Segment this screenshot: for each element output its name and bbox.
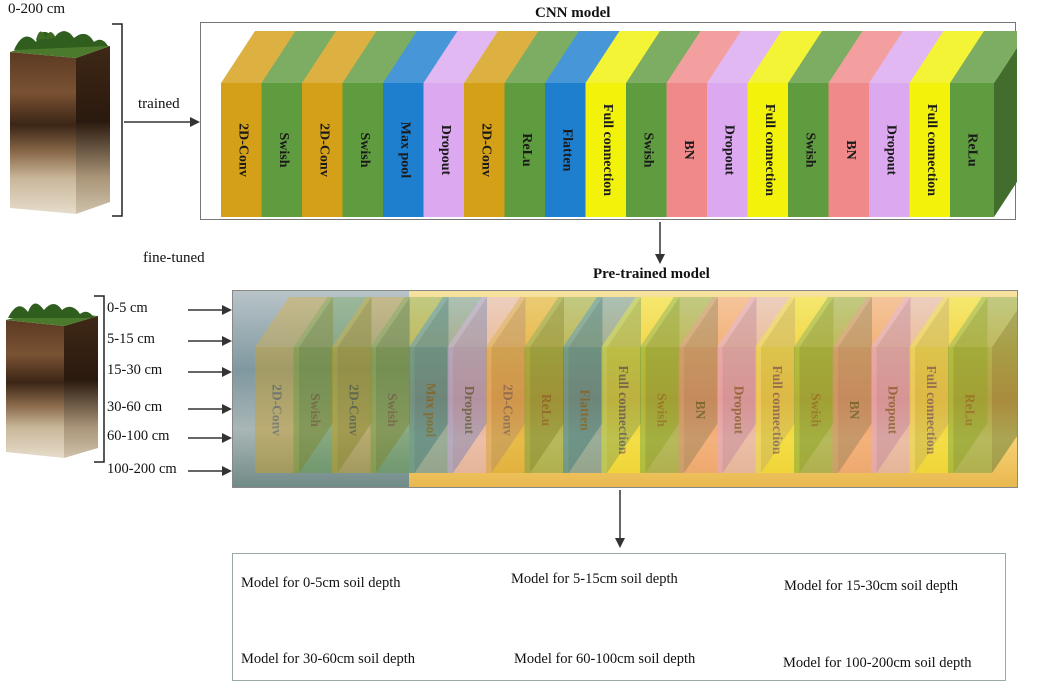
layer-label-1: 2D-Conv (270, 384, 285, 436)
layer-label-5: Max pool (398, 122, 413, 179)
layer-label-4: Swish (357, 132, 372, 167)
layer-10: Full connection (601, 297, 680, 473)
depth-label-4: 30-60 cm (107, 399, 163, 415)
landscape-background-left (233, 291, 409, 487)
layer-9: Flatten (563, 297, 641, 473)
pretrained-layers: 2D-Conv Swish 2D-Conv Swish Max pool Dropout 2… (255, 297, 1017, 473)
layer-label-17: Dropout (886, 386, 901, 435)
bracket-bottom (94, 295, 105, 463)
layer-8: ReLu (524, 297, 603, 473)
layer-label-9: Flatten (560, 129, 575, 172)
layer-label-19: ReLu (963, 394, 978, 427)
layer-14: Full connection (755, 297, 834, 473)
fine-tuned-label: fine-tuned (143, 250, 205, 266)
layer-label-16: BN (847, 401, 862, 420)
layer-label-6: Dropout (462, 386, 477, 435)
depth-label-2: 5-15 cm (107, 331, 155, 347)
layer-label-14: Full connection (770, 366, 785, 455)
layer-label-12: BN (681, 140, 696, 159)
depth-label-3: 15-30 cm (107, 362, 163, 378)
arrow-to-outputs (615, 490, 625, 548)
cnn-model-title: CNN model (535, 5, 611, 21)
layer-19: ReLu (948, 297, 1017, 473)
layer-label-10: Full connection (616, 366, 631, 455)
layer-label-13: Dropout (722, 125, 737, 176)
layer-16: BN (832, 297, 911, 473)
cnn-model-box: 2D-Conv Swish 2D-Conv Swish Max pool Dropout 2… (200, 22, 1028, 220)
layer-label-1: 2D-Conv (236, 123, 251, 177)
layer-1: 2D-Conv (255, 297, 333, 473)
layer-label-9: Flatten (578, 389, 593, 431)
layer-11: Swish (640, 297, 718, 473)
layer-label-2: Swish (308, 393, 323, 427)
layer-label-8: ReLu (519, 133, 534, 167)
depth-arrow-2 (188, 336, 232, 346)
trained-arrow (124, 117, 200, 127)
pretrained-model-panel: 2D-Conv Swish 2D-Conv Swish Max pool Dropout 2… (232, 290, 1018, 488)
soil-profile-image-top (10, 31, 110, 214)
depth-label-1: 0-5 cm (107, 300, 148, 316)
depth-arrow-5 (188, 433, 232, 443)
layer-label-8: ReLu (539, 394, 554, 427)
soil-profile-image-bottom (6, 303, 98, 458)
layer-label-3: 2D-Conv (347, 384, 362, 436)
layer-label-19: ReLu (965, 133, 980, 167)
cnn-layers: 2D-Conv Swish 2D-Conv Swish Max pool Dropout 2… (221, 31, 1028, 217)
output-model-30-60: Model for 30-60cm soil depth (241, 651, 415, 667)
layer-label-2: Swish (276, 132, 291, 167)
layer-15: Swish (794, 297, 872, 473)
depth-arrow-3 (188, 367, 232, 377)
depth-arrow-6 (188, 466, 232, 476)
pretrained-model-title: Pre-trained model (593, 266, 710, 282)
arrow-to-pretrained (655, 222, 665, 264)
output-model-0-5: Model for 0-5cm soil depth (241, 575, 401, 591)
layer-label-18: Full connection (924, 104, 939, 196)
layer-7: 2D-Conv (486, 297, 564, 473)
layer-label-12: BN (693, 401, 708, 420)
layer-label-11: Swish (641, 132, 656, 167)
layer-13: Dropout (717, 297, 795, 473)
layer-3: 2D-Conv (332, 297, 410, 473)
layer-label-17: Dropout (884, 125, 899, 176)
layer-12: BN (678, 297, 757, 473)
layer-label-3: 2D-Conv (317, 123, 332, 177)
output-model-60-100: Model for 60-100cm soil depth (514, 651, 696, 667)
layer-label-14: Full connection (762, 104, 777, 196)
layer-label-6: Dropout (438, 125, 453, 176)
layer-label-16: BN (843, 140, 858, 159)
trained-label: trained (138, 96, 180, 112)
layer-label-11: Swish (655, 393, 670, 427)
layer-17: Dropout (871, 297, 949, 473)
layer-label-5: Max pool (424, 383, 439, 438)
layer-label-15: Swish (809, 393, 824, 427)
layer-label-4: Swish (385, 393, 400, 427)
bracket-top (112, 23, 123, 217)
layer-label-10: Full connection (600, 104, 615, 196)
depth-label-6: 100-200 cm (107, 461, 177, 477)
sunset-background-right (409, 291, 1017, 487)
output-model-15-30: Model for 15-30cm soil depth (784, 578, 958, 594)
output-model-100-200: Model for 100-200cm soil depth (783, 655, 972, 671)
layer-label-18: Full connection (924, 366, 939, 455)
depth-arrow-4 (188, 404, 232, 414)
layer-label-13: Dropout (732, 386, 747, 435)
depth-label-top: 0-200 cm (8, 1, 66, 17)
layer-2: Swish (293, 297, 372, 473)
output-model-5-15: Model for 5-15cm soil depth (511, 571, 678, 587)
layer-4: Swish (370, 297, 449, 473)
depth-label-5: 60-100 cm (107, 428, 170, 444)
depth-arrow-1 (188, 305, 232, 315)
layer-5: Max pool (409, 297, 487, 473)
layer-6: Dropout (447, 297, 526, 473)
layer-label-15: Swish (803, 132, 818, 167)
layer-label-7: 2D-Conv (501, 384, 516, 436)
output-models-box: Model for 0-5cm soil depth Model for 5-1… (232, 553, 1006, 681)
layer-18: Full connection (909, 297, 988, 473)
layer-label-7: 2D-Conv (479, 123, 494, 177)
